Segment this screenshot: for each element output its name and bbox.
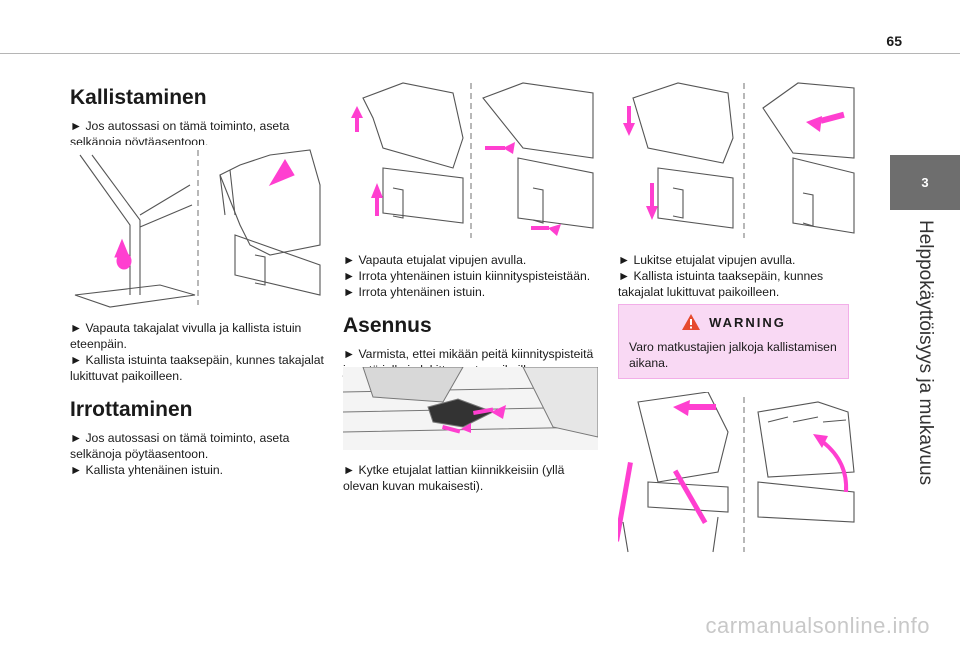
- chapter-tab[interactable]: 3: [890, 155, 960, 210]
- step-text: ► Vapauta takajalat vivulla ja kallista …: [70, 321, 302, 351]
- column-2: ► Vapauta etujalat vipujen avulla. ► Irr…: [343, 252, 601, 378]
- figure-remove-seat: [343, 78, 598, 243]
- step-text: ► Vapauta etujalat vipujen avulla.: [343, 253, 527, 267]
- page-number: 65: [886, 33, 902, 49]
- column-3: ► Lukitse etujalat vipujen avulla. ► Kal…: [618, 252, 858, 300]
- column-1-lower: ► Vapauta takajalat vivulla ja kallista …: [70, 320, 328, 478]
- heading-asennus: Asennus: [343, 314, 432, 337]
- warning-text: Varo matkustajien jalkoja kallistamisen …: [629, 340, 837, 370]
- warning-triangle-icon: [682, 314, 701, 330]
- figure-lock-seat: [618, 78, 856, 243]
- step-text: ► Lukitse etujalat vipujen avulla.: [618, 253, 796, 267]
- warning-header: WARNING: [619, 313, 848, 331]
- step-text: ► Kytke etujalat lattian kiinnikkeisiin …: [343, 463, 565, 493]
- warning-box: WARNING Varo matkustajien jalkoja kallis…: [618, 304, 849, 379]
- step-text: ► Jos autossasi on tämä toiminto, aseta …: [70, 431, 290, 461]
- step-text: ► Kallista yhtenäinen istuin.: [70, 463, 223, 477]
- figure-tilt-release: [70, 145, 325, 310]
- column-2-lower: ► Kytke etujalat lattian kiinnikkeisiin …: [343, 462, 601, 494]
- heading-irrottaminen: Irrottaminen: [70, 398, 193, 421]
- step-text: ► Kallista istuinta taaksepäin, kunnes t…: [70, 353, 324, 383]
- watermark: carmanualsonline.info: [705, 613, 930, 638]
- warning-title: WARNING: [709, 314, 786, 330]
- step-text: ► Irrota yhtenäinen istuin kiinnityspist…: [343, 269, 591, 283]
- figure-leg-caution: [618, 392, 856, 557]
- top-rule: [0, 53, 960, 54]
- step-text: ► Kallista istuinta taaksepäin, kunnes t…: [618, 269, 824, 299]
- column-1: Kallistaminen ► Jos autossasi on tämä to…: [70, 80, 325, 150]
- figure-floor-anchor: [343, 367, 598, 450]
- step-text: ► Irrota yhtenäinen istuin.: [343, 285, 486, 299]
- heading-kallistaminen: Kallistaminen: [70, 86, 207, 109]
- chapter-title: Helppokäyttöisyys ja mukavuus: [900, 220, 952, 485]
- chapter-title-text: Helppokäyttöisyys ja mukavuus: [915, 220, 936, 486]
